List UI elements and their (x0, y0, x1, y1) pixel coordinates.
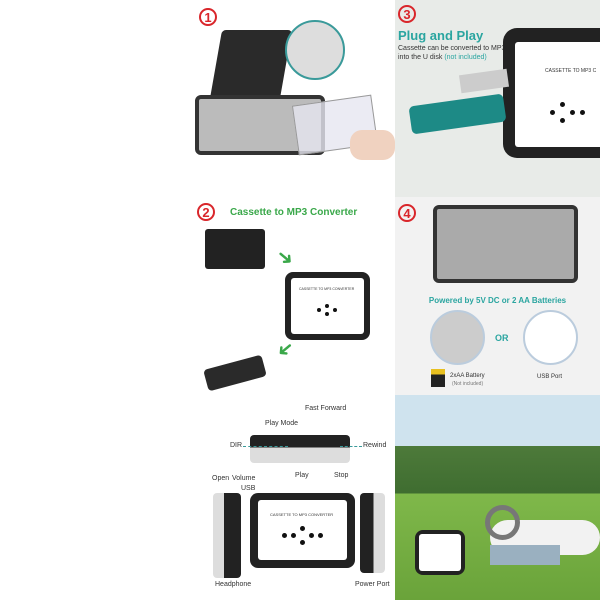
converter-device: CASSETTE TO MP3 CONVERTER (285, 272, 370, 340)
device-top-view (250, 435, 350, 463)
label-open: Open (212, 475, 230, 482)
button (333, 308, 337, 312)
panel-title: Cassette to MP3 Converter (230, 207, 358, 218)
panel-lifestyle-photo (395, 395, 600, 600)
button (570, 110, 575, 115)
button (580, 110, 585, 115)
usb-zoom-circle (285, 20, 345, 80)
button (300, 540, 305, 545)
converter-device: CASSETTE TO MP3 C (503, 28, 600, 158)
device-right-side (360, 493, 385, 573)
usb-plug (458, 68, 510, 94)
panel-desc: Cassette can be converted to MP3 into th… (398, 44, 508, 62)
books (490, 545, 560, 565)
button (309, 533, 314, 538)
battery-label: 2xAA Battery (450, 373, 485, 379)
device-label: CASSETTE TO MP3 CONVERTER (299, 287, 355, 291)
step-marker: 3 (398, 5, 416, 23)
button (291, 533, 296, 538)
label-volume: Volume (232, 475, 256, 482)
converter-device (415, 530, 465, 575)
desc-text: Cassette can be converted to MP3 into th… (398, 45, 506, 61)
device-screen: CASSETTE TO MP3 CONVERTER (258, 500, 347, 560)
device-screen: CASSETTE TO MP3 C (515, 42, 600, 147)
step-marker: 2 (197, 203, 215, 221)
cassette-tape (205, 229, 265, 269)
panel-title: Powered by 5V DC or 2 AA Batteries (428, 296, 567, 305)
device-label: CASSETTE TO MP3 C (545, 68, 597, 74)
button (300, 526, 305, 531)
device-side-view (213, 493, 241, 578)
device-label: CASSETTE TO MP3 CONVERTER (270, 512, 334, 517)
label-rewind: Rewind (363, 442, 387, 449)
button (325, 304, 329, 308)
label-dir: DIR (230, 442, 243, 449)
button (325, 312, 329, 316)
device-screen (419, 534, 461, 571)
battery-note: (Not included) (452, 381, 484, 387)
label-usb: USB (241, 485, 256, 492)
label-stop: Stop (334, 472, 349, 479)
panel-plug-and-play: 3 Plug and Play Cassette can be converte… (395, 0, 600, 197)
panel-converter: 2 Cassette to MP3 Converter ➜ CASSETTE T… (195, 197, 395, 395)
button (550, 110, 555, 115)
note-text: (not included) (444, 54, 487, 61)
usb-flash-drive (203, 354, 267, 392)
headphones (485, 505, 520, 540)
callout-line (243, 446, 288, 447)
button (282, 533, 287, 538)
step-marker: 1 (199, 8, 217, 26)
battery-compartment (433, 205, 578, 283)
usb-zoom-circle (523, 310, 578, 365)
label-headphone: Headphone (215, 581, 252, 588)
label-play-mode: Play Mode (265, 420, 299, 427)
arrow-icon: ➜ (271, 244, 299, 272)
hand (350, 130, 395, 160)
battery-zoom-circle (430, 310, 485, 365)
or-label: OR (495, 333, 509, 343)
button (318, 533, 323, 538)
label-play: Play (295, 472, 309, 479)
battery-icon (431, 369, 445, 387)
button (560, 102, 565, 107)
panel-insert-cassette: 1 (195, 0, 395, 197)
button (560, 118, 565, 123)
step-marker: 4 (398, 204, 416, 222)
button (317, 308, 321, 312)
converter-device: CASSETTE TO MP3 CONVERTER (250, 493, 355, 568)
panel-controls-diagram: Fast Forward Play Mode DIR Rewind Play S… (195, 395, 395, 600)
device-screen: CASSETTE TO MP3 CONVERTER (291, 278, 364, 334)
label-power-port: Power Port (355, 581, 390, 588)
label-fast-forward: Fast Forward (305, 405, 347, 412)
usb-port-label: USB Port (537, 374, 563, 380)
callout-line (340, 446, 362, 447)
usb-flash-drive (408, 93, 507, 135)
panel-title: Plug and Play (398, 28, 484, 43)
panel-power: 4 Powered by 5V DC or 2 AA Batteries OR … (395, 197, 600, 395)
